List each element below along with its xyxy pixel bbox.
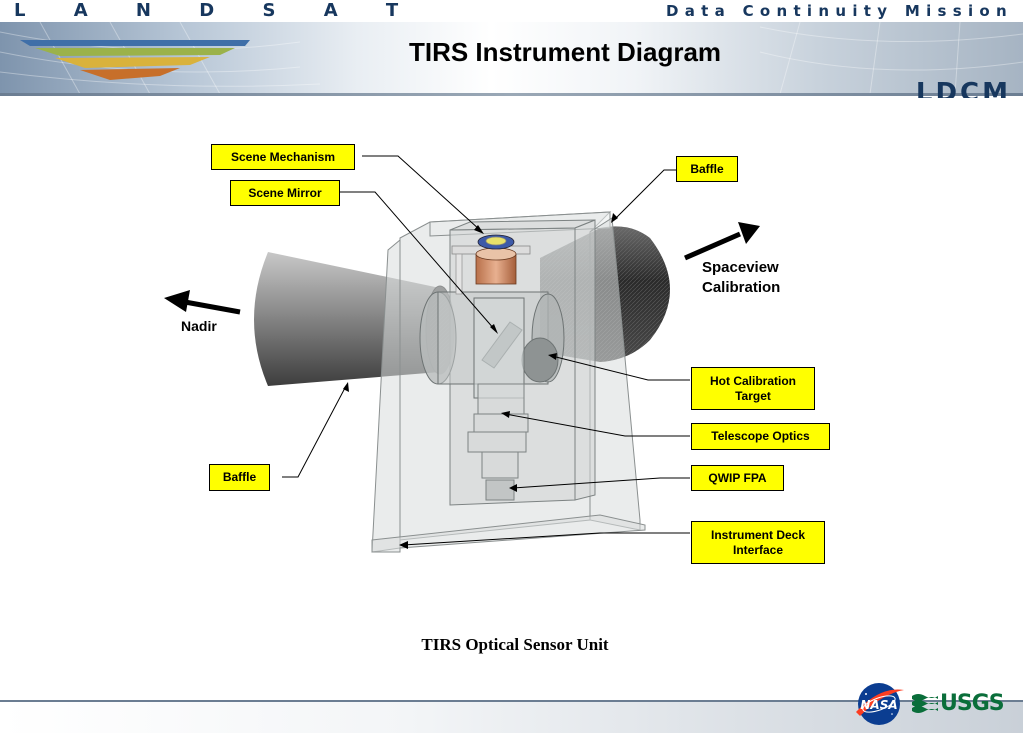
slide-header: L A N D S A T Data Continuity Mission TI… — [0, 0, 1023, 98]
usgs-logo: USGS — [912, 688, 1005, 718]
header-band — [0, 22, 1023, 94]
landsat-stripes-graphic — [0, 22, 1023, 94]
label-telescope-optics: Telescope Optics — [691, 423, 830, 450]
spaceview-arrow — [684, 222, 760, 261]
page-title: TIRS Instrument Diagram — [408, 37, 722, 67]
mission-wordmark: Data Continuity Mission — [665, 2, 1013, 20]
label-nadir: Nadir — [181, 318, 217, 334]
label-instrument-deck-interface: Instrument Deck Interface — [691, 521, 825, 564]
label-scene-mechanism: Scene Mechanism — [211, 144, 355, 170]
telescope-stack — [467, 383, 529, 501]
label-hot-calibration-target: Hot Calibration Target — [691, 367, 815, 410]
usgs-wordmark: USGS — [940, 690, 1005, 716]
scene-mirror-assembly — [419, 291, 565, 399]
slide-footer — [0, 700, 1023, 733]
figure-caption: TIRS Optical Sensor Unit — [421, 635, 609, 654]
nadir-arrow — [164, 290, 241, 315]
ldcm-logo: LDCM — [915, 78, 1011, 98]
header-divider — [0, 93, 1023, 96]
leader-lines — [282, 155, 690, 546]
usgs-wave-icon — [912, 694, 938, 713]
top-bar: L A N D S A T Data Continuity Mission — [0, 0, 1023, 22]
nasa-wordmark: NASA — [860, 698, 897, 712]
leader-arrowheads — [343, 213, 618, 549]
label-baffle-bottom: Baffle — [209, 464, 270, 491]
nasa-logo: NASA — [856, 683, 904, 725]
landsat-wordmark: L A N D S A T — [14, 0, 420, 21]
label-spaceview-calibration: Spaceview Calibration — [702, 259, 781, 296]
label-baffle-top: Baffle — [676, 156, 738, 182]
label-scene-mirror: Scene Mirror — [230, 180, 340, 206]
scene-mechanism-motor — [451, 234, 531, 295]
label-qwip-fpa: QWIP FPA — [691, 465, 784, 491]
